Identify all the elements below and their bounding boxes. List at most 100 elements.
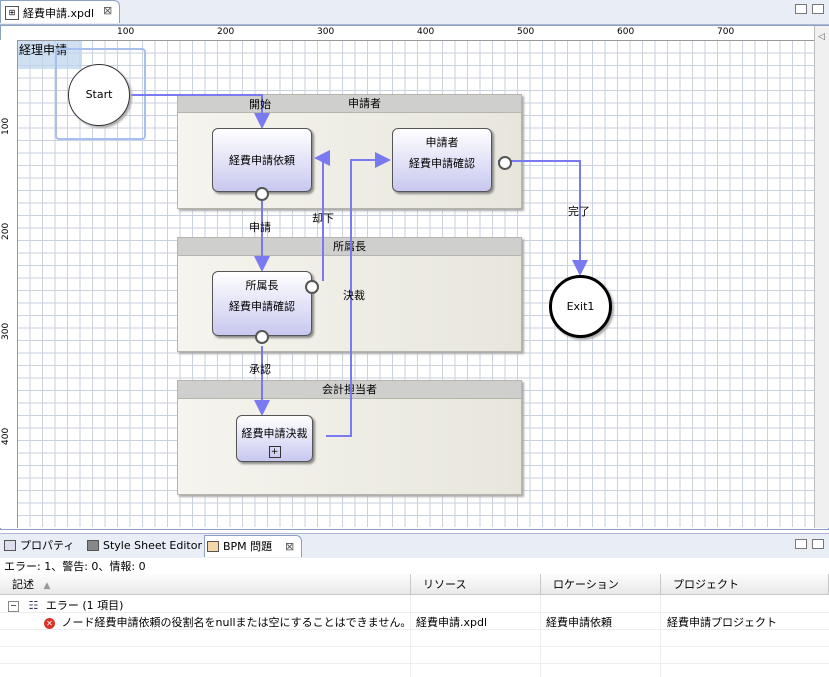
column-label: リソース: [423, 578, 467, 591]
tab-style-sheet-editor[interactable]: Style Sheet Editor: [85, 535, 202, 557]
start-label: Start: [85, 88, 113, 101]
ruler-tick: 500: [517, 27, 535, 37]
editor-tab-bar: ⊞ 経費申請.xpdl ⊠: [0, 0, 829, 25]
collapse-arrow-icon[interactable]: ◁: [818, 32, 825, 42]
tab-label: Style Sheet Editor: [103, 539, 202, 552]
ruler-tick: 300: [317, 27, 335, 37]
start-event[interactable]: Start: [68, 64, 130, 126]
flow-label-approve: 承認: [249, 363, 271, 376]
task-label: 経費申請決裁: [241, 427, 308, 440]
column-label: 記述: [12, 578, 34, 591]
style-sheet-icon: [87, 540, 99, 551]
problems-icon: [207, 541, 219, 552]
table-row[interactable]: ✕ ノード経費申請依頼の役割名をnullまたは空にすることはできません。: [44, 614, 411, 630]
exit-label: Exit1: [566, 300, 595, 313]
flow-complete[interactable]: [498, 160, 588, 276]
lane-title: 申請者: [348, 97, 381, 110]
flow-label-decide: 決裁: [343, 289, 365, 302]
flow-reject[interactable]: [314, 150, 330, 281]
close-icon[interactable]: ⊠: [103, 4, 113, 17]
group-label: エラー (1 項目): [45, 599, 124, 612]
ruler-tick: 200: [1, 222, 11, 240]
task-label: 申請者: [425, 136, 459, 149]
task-port[interactable]: [498, 156, 512, 170]
group-row[interactable]: − ☷ エラー (1 項目): [8, 597, 123, 613]
task-manager-confirm[interactable]: 所属長 経費申請確認: [212, 271, 312, 336]
problem-resource: 経費申請.xpdl: [416, 616, 488, 629]
process-name-highlight: [18, 41, 82, 69]
column-label: プロジェクト: [673, 578, 739, 591]
task-applicant-confirm[interactable]: 申請者 経費申請確認: [392, 128, 492, 192]
task-label: 経費申請依頼: [229, 154, 295, 167]
column-divider: [660, 595, 661, 677]
flow-connectors: [131, 94, 588, 437]
editor-scrollbar[interactable]: ◁: [814, 26, 829, 528]
column-header-project[interactable]: プロジェクト: [661, 574, 829, 595]
subprocess-expand-icon[interactable]: +: [268, 446, 281, 458]
sort-ascending-icon: ▲: [43, 581, 51, 591]
maximize-button[interactable]: [812, 539, 824, 549]
ruler-tick: 400: [1, 427, 11, 445]
column-divider: [410, 595, 411, 677]
row-divider: [0, 612, 829, 613]
task-port[interactable]: [255, 187, 269, 201]
task-port[interactable]: [255, 330, 269, 344]
tab-bpm-problems[interactable]: BPM 問題 ⊠: [204, 535, 302, 557]
problem-description: ノード経費申請依頼の役割名をnullまたは空にすることはできません。: [61, 616, 412, 629]
properties-icon: [4, 540, 16, 551]
tab-label: BPM 問題: [223, 540, 273, 553]
ruler-tick: 700: [717, 27, 735, 37]
collapse-icon[interactable]: −: [8, 600, 19, 612]
column-header-location[interactable]: ロケーション: [541, 574, 661, 595]
problem-project: 経費申請プロジェクト: [667, 616, 777, 629]
lane-title: 所属長: [333, 240, 366, 253]
minimize-button[interactable]: [795, 539, 807, 549]
exit-event[interactable]: Exit1: [549, 275, 612, 338]
error-icon: ✕: [44, 617, 55, 629]
column-label: ロケーション: [553, 578, 619, 591]
ruler-tick: 300: [1, 322, 11, 340]
flow-label-start: 開始: [249, 98, 271, 111]
lane-header: 申請者: [178, 95, 521, 113]
xpdl-file-icon: ⊞: [5, 6, 19, 20]
flow-decide[interactable]: [326, 152, 391, 437]
minimize-button[interactable]: [795, 4, 807, 14]
task-port[interactable]: [305, 280, 319, 294]
flow-label-complete: 完了: [568, 205, 590, 218]
ruler-tick: 100: [1, 117, 11, 135]
diagram-canvas[interactable]: 経理申請 申請者 所属長 会計担当者: [18, 41, 814, 527]
bottom-panel-tabs: プロパティー Style Sheet Editor BPM 問題 ⊠: [0, 533, 829, 574]
editor-tab-xpdl[interactable]: ⊞ 経費申請.xpdl ⊠: [0, 0, 120, 23]
ruler-tick: 600: [617, 27, 635, 37]
lane-header: 所属長: [178, 238, 521, 256]
horizontal-ruler: 100 200 300 400 500 600 700: [17, 26, 814, 41]
tab-properties[interactable]: プロパティー: [2, 535, 82, 574]
error-group-icon: ☷: [28, 599, 39, 612]
ruler-tick: 200: [217, 27, 235, 37]
ruler-tick: 400: [417, 27, 435, 37]
task-label: 所属長: [245, 279, 279, 292]
close-icon[interactable]: ⊠: [285, 540, 295, 553]
lane-title: 会計担当者: [322, 383, 377, 396]
problems-table: 記述 ▲ リソース ロケーション プロジェクト − ☷ エラー (1 項目) ✕…: [0, 574, 829, 677]
editor-tab-label: 経費申請.xpdl: [23, 7, 95, 20]
row-divider: [0, 629, 829, 630]
flow-start[interactable]: [131, 94, 270, 129]
lane-header: 会計担当者: [178, 381, 521, 399]
task-request[interactable]: 経費申請依頼: [212, 128, 312, 192]
flow-label-apply: 申請: [249, 221, 271, 234]
row-divider: [0, 646, 829, 647]
vertical-ruler: 100 200 300 400: [0, 40, 18, 528]
task-label: 経費申請確認: [409, 157, 475, 170]
ruler-tick: 100: [117, 27, 135, 37]
column-header-resource[interactable]: リソース: [411, 574, 541, 595]
task-decision[interactable]: 経費申請決裁 +: [236, 415, 313, 462]
column-header-description[interactable]: 記述 ▲: [0, 574, 411, 595]
flow-label-reject: 却下: [312, 212, 334, 225]
row-divider: [0, 663, 829, 664]
problem-location: 経費申請依頼: [546, 616, 612, 629]
column-divider: [540, 595, 541, 677]
maximize-button[interactable]: [812, 4, 824, 14]
problems-summary: エラー: 1、警告: 0、情報: 0: [0, 558, 829, 574]
lane-accounting[interactable]: 会計担当者: [177, 380, 522, 495]
